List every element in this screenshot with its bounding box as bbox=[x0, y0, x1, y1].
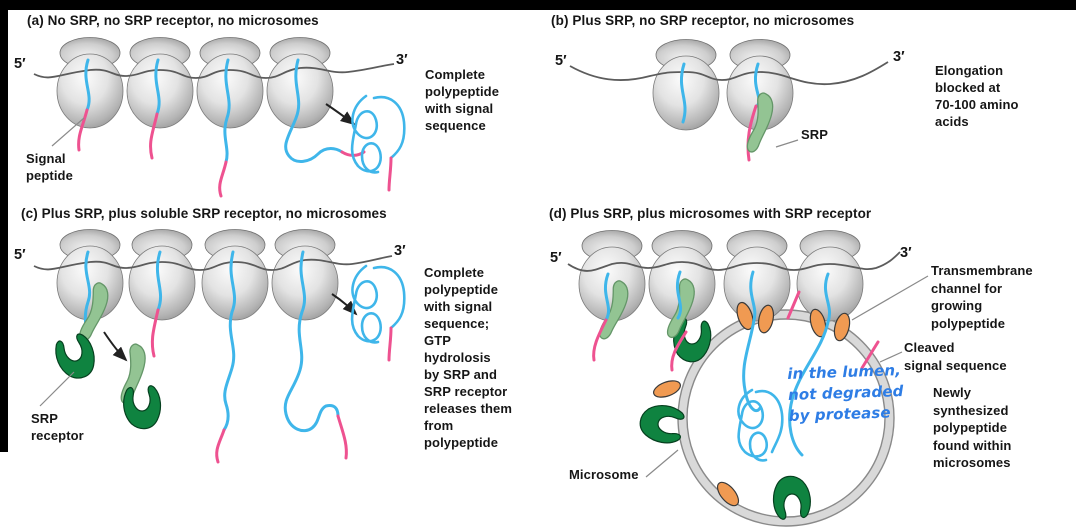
five-prime-label: 5′ bbox=[555, 53, 567, 69]
ribosome bbox=[266, 37, 334, 129]
label-complete-polypeptide-a: Complete polypeptide with signal sequenc… bbox=[425, 67, 500, 133]
panel-c-art bbox=[33, 229, 406, 464]
arrow bbox=[331, 293, 358, 316]
label-cleaved-signal: Cleaved signal sequence bbox=[904, 340, 1007, 373]
pointer-line bbox=[645, 449, 679, 478]
ribosome bbox=[56, 37, 124, 129]
nascent-polypeptides bbox=[77, 58, 366, 198]
ribosome bbox=[126, 37, 194, 129]
folded-polypeptide-in-lumen bbox=[737, 388, 784, 462]
panel-d-art bbox=[567, 230, 929, 527]
handwritten-annotation: in the lumen, not degraded by protease bbox=[787, 361, 904, 425]
mrna-strand bbox=[33, 255, 393, 271]
label-signal-peptide: Signal peptide bbox=[26, 151, 73, 183]
five-prime-label: 5′ bbox=[550, 250, 562, 266]
signal-peptide bbox=[746, 104, 758, 162]
label-transmembrane-channel: Transmembrane channel for growing polype… bbox=[931, 263, 1033, 331]
arrow bbox=[103, 331, 128, 362]
label-newly-synthesized: Newly synthesized polypeptide found with… bbox=[933, 385, 1012, 470]
ribosome bbox=[56, 229, 124, 321]
folded-polypeptide bbox=[350, 94, 406, 192]
frame-left-bar bbox=[0, 0, 8, 452]
ribosome bbox=[128, 229, 196, 321]
arrow bbox=[325, 103, 356, 126]
pointer-line bbox=[51, 117, 85, 147]
srp-receptor bbox=[121, 384, 164, 431]
five-prime-label: 5′ bbox=[14, 247, 26, 263]
three-prime-label: 3′ bbox=[396, 52, 408, 68]
panel-a-title: (a) No SRP, no SRP receptor, no microsom… bbox=[27, 13, 319, 28]
label-microsome: Microsome bbox=[569, 467, 639, 482]
ribosome bbox=[723, 230, 791, 322]
pointer-line bbox=[879, 351, 903, 363]
three-prime-label: 3′ bbox=[900, 245, 912, 261]
panel-d-title: (d) Plus SRP, plus microsomes with SRP r… bbox=[549, 206, 872, 221]
pointer-line bbox=[775, 139, 799, 148]
pointer-line bbox=[851, 275, 929, 321]
panel-b-title: (b) Plus SRP, no SRP receptor, no micros… bbox=[551, 13, 855, 28]
mrna-strand bbox=[33, 63, 395, 79]
folded-polypeptide bbox=[350, 264, 406, 362]
srp-receptor bbox=[770, 474, 813, 521]
mrna-strand bbox=[567, 251, 901, 272]
label-complete-polypeptide-c: Complete polypeptide with signal sequenc… bbox=[424, 265, 513, 450]
mrna-strand bbox=[569, 61, 889, 86]
panel-c-title: (c) Plus SRP, plus soluble SRP receptor,… bbox=[21, 206, 387, 221]
label-elongation-blocked: Elongation blocked at 70-100 amino acids bbox=[935, 63, 1019, 129]
ribosome bbox=[652, 39, 720, 131]
frame-top-bar bbox=[0, 0, 1076, 10]
srp-receptor bbox=[50, 330, 102, 385]
five-prime-label: 5′ bbox=[14, 56, 26, 72]
panel-a-art bbox=[33, 37, 406, 198]
label-srp: SRP bbox=[801, 127, 829, 142]
ribosome bbox=[196, 37, 264, 129]
nascent-polypeptides bbox=[592, 270, 880, 457]
label-srp-receptor: SRP receptor bbox=[31, 411, 84, 443]
three-prime-label: 3′ bbox=[893, 49, 905, 65]
pointer-line bbox=[39, 371, 75, 407]
translocon-channels bbox=[653, 301, 851, 507]
nascent-polypeptide bbox=[679, 62, 687, 124]
panel-b-art bbox=[569, 39, 889, 162]
three-prime-label: 3′ bbox=[394, 243, 406, 259]
